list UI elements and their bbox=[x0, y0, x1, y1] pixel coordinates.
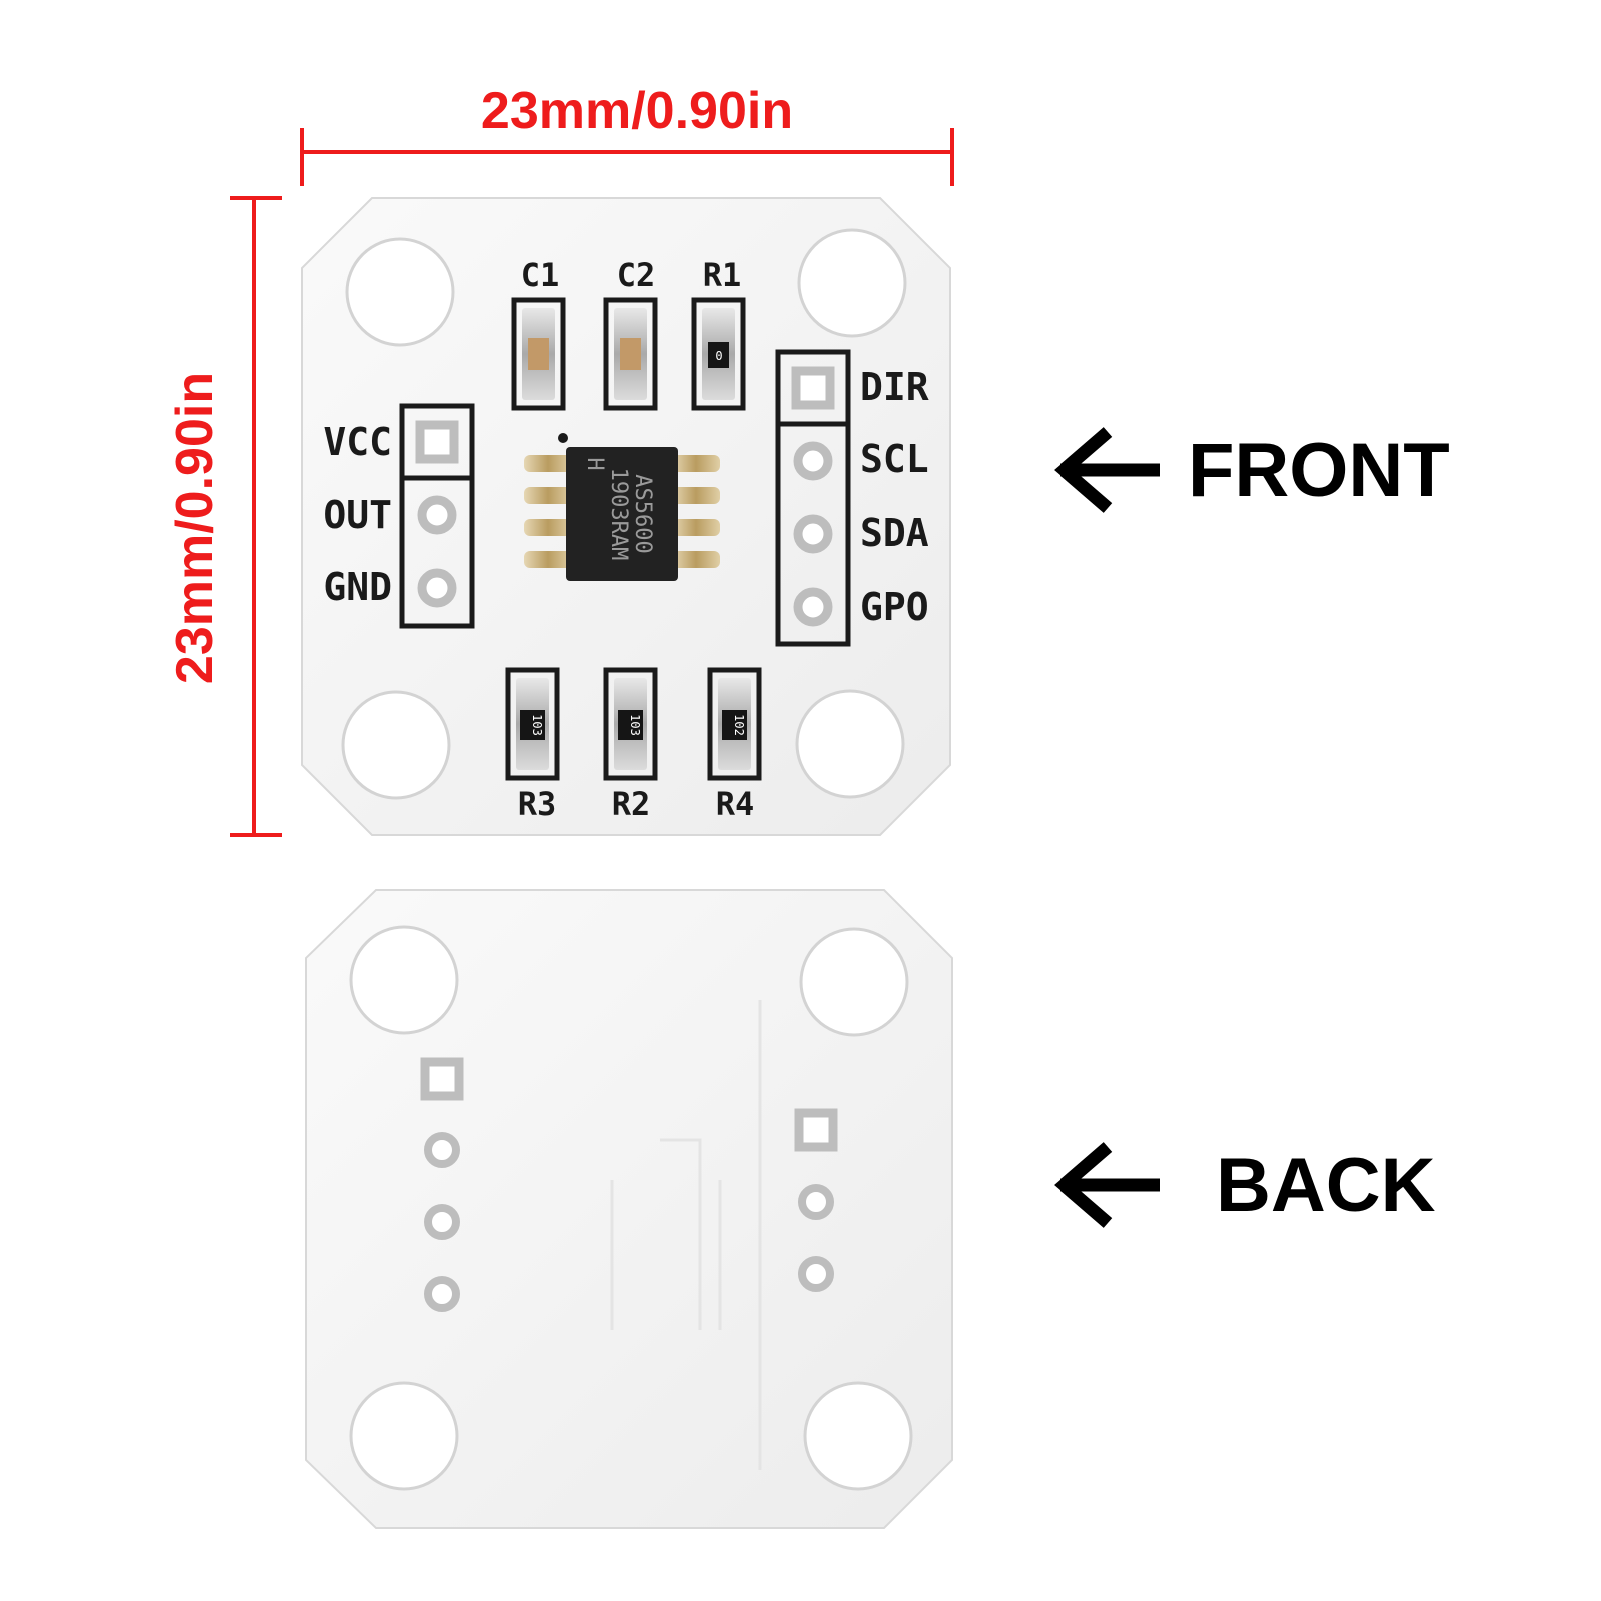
as5600-chip: AS5600 1903RAM H bbox=[524, 433, 720, 581]
r1-marking: 0 bbox=[715, 349, 722, 363]
back-pad-vcc bbox=[420, 1057, 464, 1101]
pin-gpo-pad bbox=[793, 587, 833, 627]
resistor-r3: 103 bbox=[505, 667, 560, 781]
back-mounting-hole-bottom-right bbox=[803, 1381, 913, 1491]
pin-label-vcc: VCC bbox=[323, 420, 392, 464]
back-pad-gnd bbox=[424, 1204, 460, 1240]
back-mounting-hole-top-left bbox=[349, 925, 459, 1035]
back-side-label: BACK bbox=[1216, 1143, 1436, 1228]
back-pad-out bbox=[424, 1132, 460, 1168]
back-side-label-group: BACK bbox=[1054, 1142, 1436, 1228]
r3-marking: 103 bbox=[530, 714, 544, 736]
label-r2: R2 bbox=[612, 785, 651, 823]
pin-label-sda: SDA bbox=[860, 511, 929, 555]
pin-vcc-pad bbox=[415, 420, 459, 464]
back-pad-sda bbox=[798, 1256, 834, 1292]
mounting-hole-top-right bbox=[797, 228, 907, 338]
back-mounting-hole-top-right bbox=[799, 927, 909, 1037]
label-r3: R3 bbox=[518, 785, 557, 823]
pin-label-gnd: GND bbox=[323, 565, 392, 609]
mounting-hole-bottom-left bbox=[341, 690, 451, 800]
dimension-annotations: 23mm/0.90in 23mm/0.90in bbox=[166, 82, 954, 837]
mounting-hole-top-left bbox=[345, 237, 455, 347]
pin-label-dir: DIR bbox=[860, 365, 929, 409]
pin1-dot bbox=[558, 433, 568, 443]
mounting-hole-bottom-right bbox=[795, 689, 905, 799]
pin-label-gpo: GPO bbox=[860, 585, 929, 629]
back-board bbox=[305, 889, 953, 1529]
back-board-outline bbox=[305, 889, 953, 1529]
front-board: 0 C1 C2 R1 AS5600 1903RAM H bbox=[301, 197, 951, 836]
resistor-r4: 102 bbox=[707, 667, 762, 781]
pin-label-out: OUT bbox=[323, 493, 392, 537]
r2-marking: 103 bbox=[628, 714, 642, 736]
label-r1: R1 bbox=[703, 256, 742, 294]
pin-gnd-pad bbox=[417, 568, 457, 608]
back-pad-dir bbox=[794, 1108, 838, 1152]
chip-marking-line1: AS5600 bbox=[630, 474, 655, 553]
pin-dir-pad bbox=[791, 366, 835, 410]
right-pin-header bbox=[775, 349, 851, 647]
capacitor-c1 bbox=[511, 297, 566, 411]
width-dimension-label: 23mm/0.90in bbox=[481, 82, 793, 140]
pin-scl-pad bbox=[793, 441, 833, 481]
pin-sda-pad bbox=[793, 514, 833, 554]
back-pad-scl bbox=[798, 1184, 834, 1220]
capacitor-c2 bbox=[603, 297, 658, 411]
r4-marking: 102 bbox=[732, 714, 746, 736]
back-pad-extra bbox=[424, 1276, 460, 1312]
arrow-left-icon bbox=[1054, 1142, 1160, 1228]
resistor-r2: 103 bbox=[603, 667, 658, 781]
chip-marking-line2: 1903RAM bbox=[606, 468, 631, 561]
back-mounting-hole-bottom-left bbox=[349, 1381, 459, 1491]
height-dimension-label: 23mm/0.90in bbox=[166, 372, 224, 684]
left-pin-header bbox=[399, 403, 475, 629]
resistor-r1: 0 bbox=[691, 297, 746, 411]
label-r4: R4 bbox=[716, 785, 755, 823]
front-side-label-group: FRONT bbox=[1054, 427, 1450, 513]
pin-out-pad bbox=[417, 495, 457, 535]
front-side-label: FRONT bbox=[1188, 428, 1450, 513]
arrow-left-icon bbox=[1054, 427, 1160, 513]
pin-label-scl: SCL bbox=[860, 437, 929, 481]
label-c2: C2 bbox=[617, 256, 656, 294]
label-c1: C1 bbox=[521, 256, 560, 294]
back-faint-traces bbox=[610, 1000, 762, 1470]
chip-marking-line3: H bbox=[582, 457, 607, 470]
